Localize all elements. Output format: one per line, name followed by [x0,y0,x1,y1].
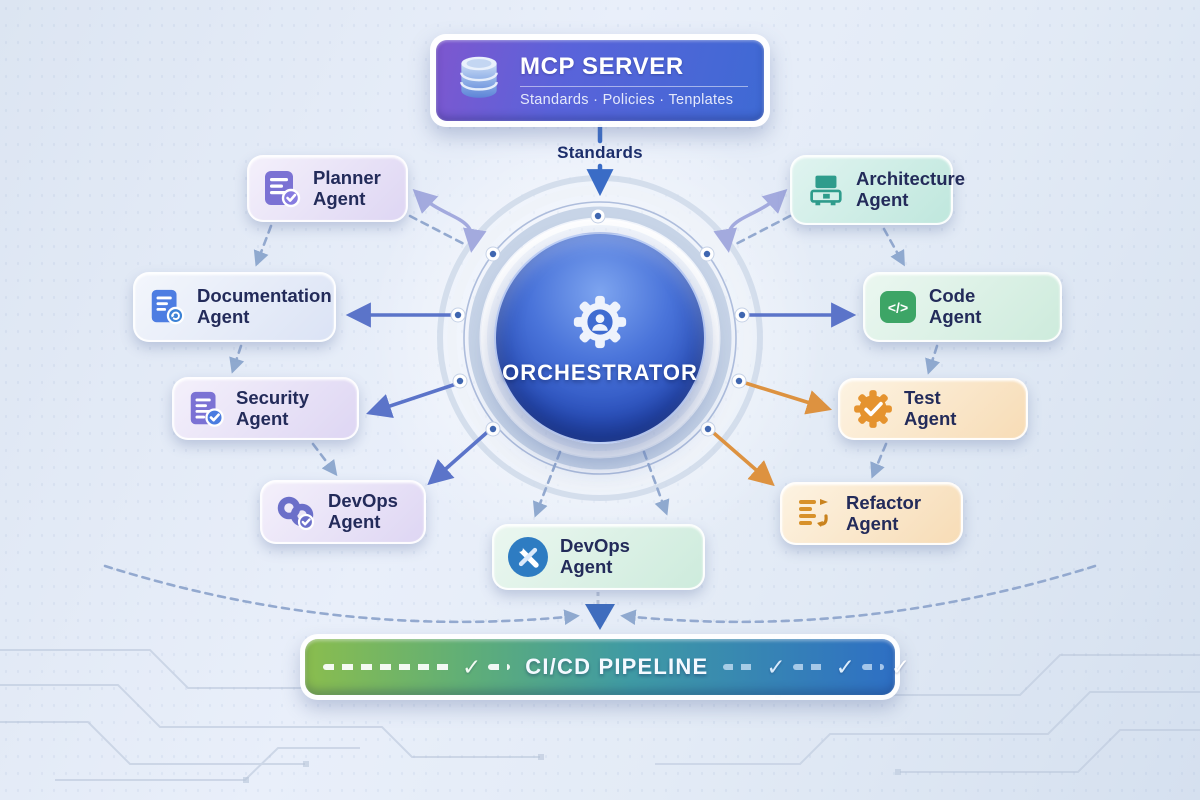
pipeline-dashes [723,664,760,670]
agent-label: Test Agent [904,387,957,430]
dash-architecture-code [882,227,905,267]
agent-label: Refactor Agent [846,491,922,535]
dash-ring-devops-center-r [642,450,670,516]
check-icon: ✓ [890,653,911,680]
agent-name-line1: Security [236,386,310,408]
orchestrator-node: ORCHESTRATOR [494,232,706,444]
agent-name-line2: Agent [313,187,366,209]
agent-box-architecture: Architecture Agent [790,155,965,225]
pipeline-dashes [861,664,884,670]
agent-label: DevOps Agent [560,535,630,578]
dash-code-test [925,344,940,375]
arrow-to-devops-left [427,426,494,486]
infinity-check-icon [274,491,318,533]
agent-box-devops-left: DevOps Agent [260,480,426,544]
dash-architecture-ring [732,214,792,247]
agent-label: Architecture Agent [856,168,965,211]
arrow-to-refactor [706,426,775,487]
dash-security-devops [311,442,338,477]
dash-test-refactor [870,442,888,479]
agent-name-line1: DevOps [328,490,398,512]
tools-circle-icon [506,535,550,579]
agent-label: Planner Agent [313,166,381,210]
agent-name-line2: Agent [560,556,613,577]
document-check-icon [186,388,226,430]
agent-name-line2: Agent [904,408,957,429]
agent-name-line2: Agent [197,306,250,327]
gear-person-icon [569,291,631,353]
agent-name-line1: Test [904,387,941,409]
agent-label: Documentation Agent [197,285,332,328]
agent-name-line2: Agent [856,189,909,210]
dash-ring-devops-center-l [532,450,562,518]
mcp-server-title: MCP SERVER [520,53,748,87]
cicd-pipeline-bar: ✓ CI/CD PIPELINE ✓ ✓ ✓ [300,634,910,700]
standards-flow-label: Standards [557,143,643,162]
mcp-server-box: MCP SERVER Standards · Policies · Tenpla… [430,34,770,127]
agent-name-line2: Agent [846,512,899,534]
svg-text:</>: </> [888,300,908,316]
pipeline-label: CI/CD PIPELINE [525,654,709,679]
agent-name-line1: Code [929,285,976,307]
dash-planner-ring [408,214,468,247]
mcp-server-subtitle: Standards · Policies · Tenplates [520,92,734,108]
check-icon: ✓ [835,653,855,680]
agent-label: Security Agent [236,386,310,430]
pipeline-dashes [323,664,455,670]
pipeline-dashes [488,664,511,670]
agent-label: DevOps Agent [328,490,398,533]
orchestrator-label: ORCHESTRATOR [502,359,698,385]
agent-box-planner: Planner Agent [247,155,408,222]
dash-planner-documentation [253,224,273,267]
list-arrows-icon [794,493,836,535]
link-planner-curve [412,188,487,253]
gear-check-icon [852,388,894,430]
database-icon [452,51,506,110]
checklist-check-icon [261,168,303,210]
agent-name-line1: DevOps [560,535,630,557]
agent-name-line1: Refactor [846,491,922,513]
agent-label: Code Agent [929,285,982,328]
agent-name-line1: Planner [313,166,381,188]
agent-box-test: Test Agent [838,378,1028,440]
arrow-to-test [737,379,833,415]
check-icon: ✓ [766,653,786,680]
agent-box-security: Security Agent [172,377,359,440]
agent-box-documentation: Documentation Agent [133,272,336,342]
agent-box-code: </> Code Agent [863,272,1062,342]
cicd-pipeline-inner: ✓ CI/CD PIPELINE ✓ ✓ ✓ [305,639,910,695]
pipeline-dashes [792,664,829,670]
agent-name-line2: Agent [328,511,381,532]
document-refresh-icon [147,286,187,328]
code-brackets-icon: </> [877,286,919,328]
agent-name-line1: Documentation [197,285,332,307]
agent-name-line2: Agent [236,407,289,429]
server-rack-icon [804,169,846,211]
arrow-to-security [366,380,464,418]
agent-name-line2: Agent [929,306,982,327]
check-icon: ✓ [462,653,482,680]
agent-name-line1: Architecture [856,168,965,190]
agent-box-devops-center: DevOps Agent [492,524,705,590]
pipeline-entry-arrow [585,604,615,630]
agent-box-refactor: Refactor Agent [780,482,963,545]
mcp-server-inner: MCP SERVER Standards · Policies · Tenpla… [436,40,764,121]
link-architecture-curve [713,188,788,253]
dash-documentation-security [229,344,245,374]
